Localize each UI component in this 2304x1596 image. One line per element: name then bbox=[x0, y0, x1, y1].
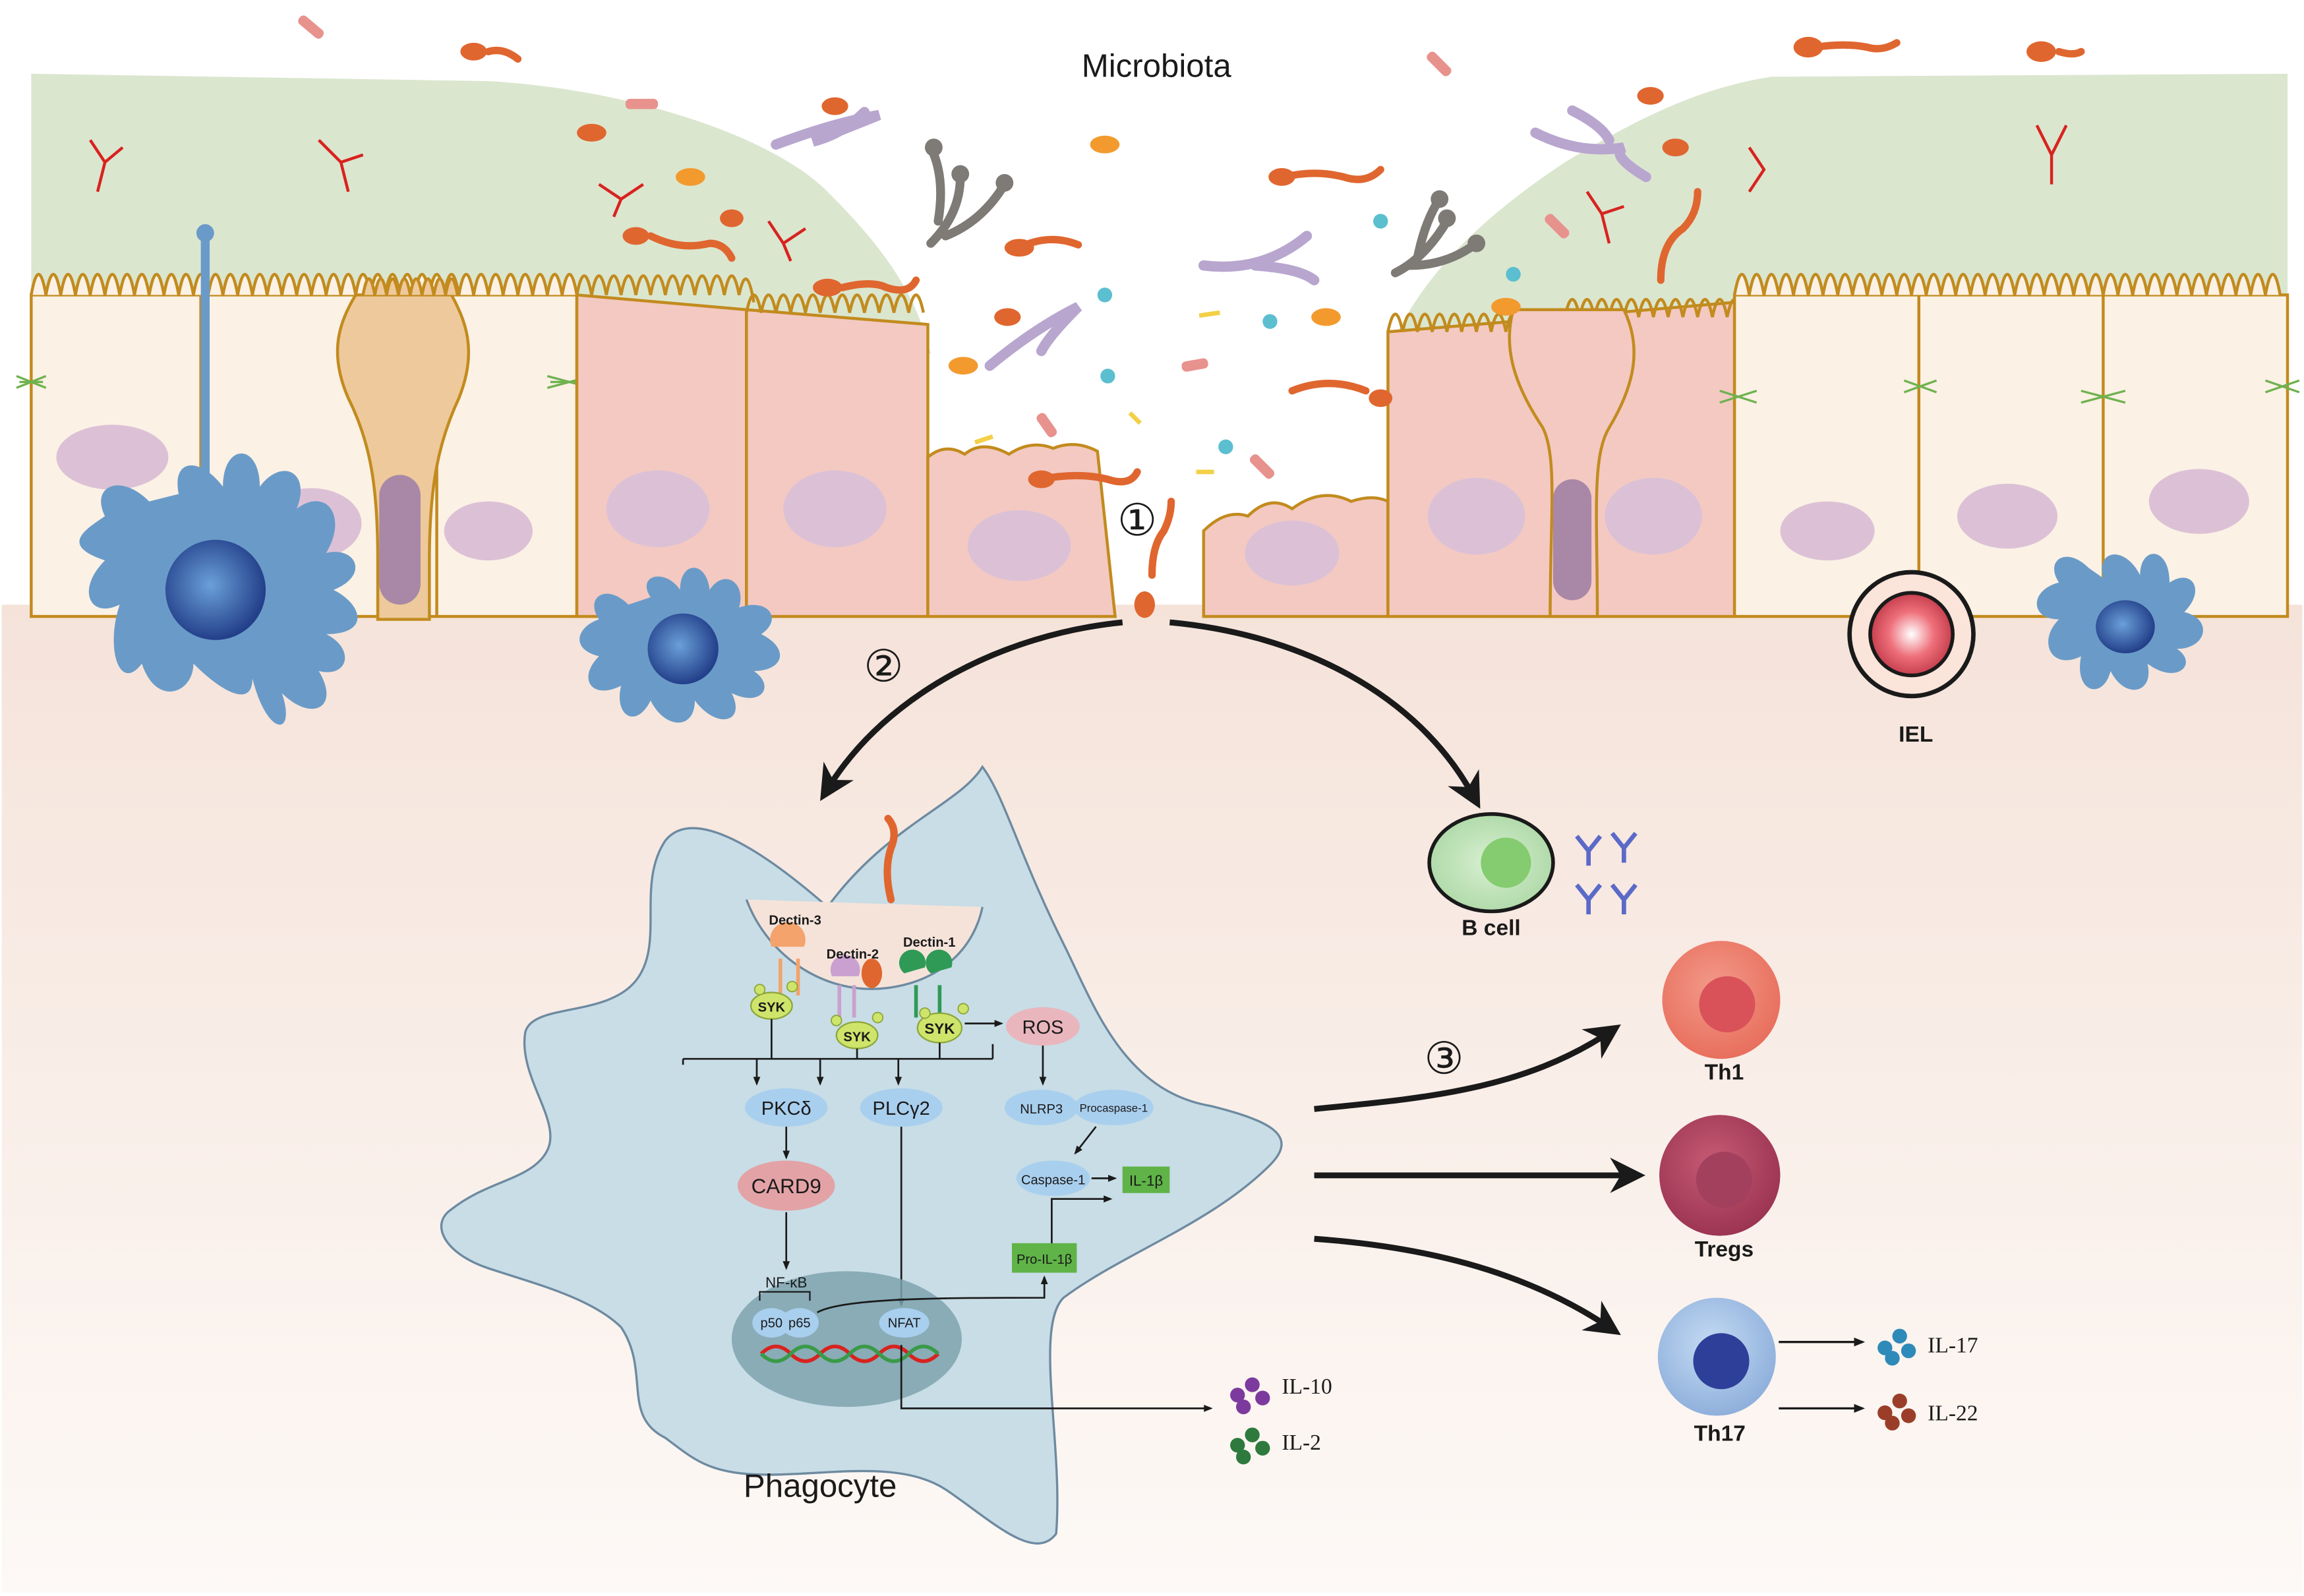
procaspase-1-node: Procaspase-1 bbox=[1073, 1090, 1154, 1125]
syk-1: SYK bbox=[750, 991, 793, 1020]
phagocyte-label: Phagocyte bbox=[744, 1468, 897, 1504]
phagocyte-cell bbox=[440, 765, 1283, 1545]
il-1b-node: IL-1β bbox=[1122, 1166, 1170, 1193]
svg-text:ROS: ROS bbox=[1022, 1017, 1063, 1038]
ros-node: ROS bbox=[1006, 1007, 1080, 1046]
svg-text:PKCδ: PKCδ bbox=[761, 1098, 812, 1119]
svg-text:NLRP3: NLRP3 bbox=[1020, 1102, 1063, 1117]
pkcd-node: PKCδ bbox=[745, 1088, 828, 1127]
th17-cell bbox=[1657, 1297, 1776, 1416]
il-10-label: IL-10 bbox=[1282, 1374, 1332, 1399]
antibodies bbox=[1575, 831, 1638, 914]
il-22-label: IL-22 bbox=[1928, 1401, 1978, 1425]
il-2-label: IL-2 bbox=[1282, 1431, 1321, 1455]
svg-text:SYK: SYK bbox=[924, 1020, 955, 1037]
nfat-node: NFAT bbox=[879, 1308, 930, 1338]
th1-cell bbox=[1662, 941, 1781, 1059]
il-10-dots bbox=[1230, 1377, 1270, 1415]
dectin-1-receptor bbox=[899, 949, 953, 1018]
microbiota-label: Microbiota bbox=[1082, 47, 1232, 84]
goblet-cell bbox=[336, 293, 471, 621]
card9-node: CARD9 bbox=[737, 1160, 835, 1211]
il-2-dots bbox=[1230, 1427, 1270, 1465]
dectin-1-label: Dectin-1 bbox=[903, 935, 955, 950]
svg-text:SYK: SYK bbox=[843, 1030, 871, 1044]
pro-il-1b-node: Pro-IL-1β bbox=[1011, 1243, 1077, 1273]
step-2-marker: ② bbox=[864, 642, 903, 692]
microbes bbox=[88, 15, 2085, 618]
svg-text:p50: p50 bbox=[761, 1316, 783, 1330]
arrow-to-th17 bbox=[1314, 1235, 1621, 1336]
svg-text:CARD9: CARD9 bbox=[752, 1175, 821, 1198]
iel-cell bbox=[1847, 570, 1976, 699]
il-22-dots bbox=[1877, 1394, 1916, 1431]
svg-text:p65: p65 bbox=[788, 1316, 811, 1330]
arrow-to-th1 bbox=[1314, 1024, 1621, 1112]
svg-text:Procaspase-1: Procaspase-1 bbox=[1080, 1102, 1148, 1115]
svg-text:NFAT: NFAT bbox=[888, 1316, 921, 1330]
il-17-dots bbox=[1877, 1328, 1916, 1366]
arrow-to-phagocyte bbox=[820, 619, 1123, 802]
svg-text:SYK: SYK bbox=[758, 1001, 786, 1015]
dendritic-cell-3 bbox=[2036, 554, 2203, 690]
caspase-1-node: Caspase-1 bbox=[1016, 1160, 1090, 1197]
plcg2-node: PLCγ2 bbox=[860, 1088, 943, 1127]
epithelium-pink-right bbox=[1202, 298, 1744, 618]
b-cell bbox=[1427, 812, 1555, 914]
dendritic-cell-1 bbox=[79, 224, 358, 725]
dectin-2-label: Dectin-2 bbox=[827, 947, 879, 962]
svg-text:NF-κB: NF-κB bbox=[765, 1274, 807, 1291]
il-17-label: IL-17 bbox=[1928, 1333, 1978, 1357]
svg-text:Pro-IL-1β: Pro-IL-1β bbox=[1017, 1253, 1072, 1267]
svg-text:PLCγ2: PLCγ2 bbox=[873, 1098, 930, 1119]
step-1-marker: ① bbox=[1117, 496, 1157, 545]
dectin-2-receptor bbox=[830, 955, 860, 1018]
svg-text:IL-1β: IL-1β bbox=[1129, 1173, 1163, 1189]
epithelium-pink-left bbox=[575, 274, 1117, 618]
th17-label: Th17 bbox=[1694, 1422, 1746, 1446]
b-cell-label: B cell bbox=[1462, 916, 1521, 940]
syk-2: SYK bbox=[835, 1021, 879, 1049]
goblet-cell-right bbox=[1508, 308, 1636, 618]
dectin-3-receptor bbox=[770, 922, 806, 995]
tregs-label: Tregs bbox=[1695, 1237, 1754, 1262]
epithelium-right bbox=[1719, 272, 2300, 618]
nucleus bbox=[731, 1271, 962, 1407]
tregs-cell bbox=[1659, 1115, 1781, 1236]
nf-kb-complex: NF-κB p50 p65 bbox=[752, 1274, 819, 1338]
arrow-to-b-cell bbox=[1169, 619, 1481, 809]
iel-label: IEL bbox=[1899, 723, 1933, 747]
phosphate-marks bbox=[753, 980, 969, 1026]
dendritic-cell-2 bbox=[579, 568, 781, 723]
syk-3: SYK bbox=[916, 1012, 963, 1044]
nlrp3-node: NLRP3 bbox=[1004, 1090, 1078, 1125]
svg-text:Caspase-1: Caspase-1 bbox=[1021, 1173, 1085, 1187]
signal-lines bbox=[682, 1019, 1047, 1086]
step-3-marker: ③ bbox=[1424, 1034, 1463, 1084]
dectin-3-label: Dectin-3 bbox=[769, 914, 821, 928]
goblet-nucleus bbox=[379, 475, 421, 605]
th1-label: Th1 bbox=[1705, 1061, 1744, 1085]
dna-helix bbox=[759, 1344, 940, 1363]
